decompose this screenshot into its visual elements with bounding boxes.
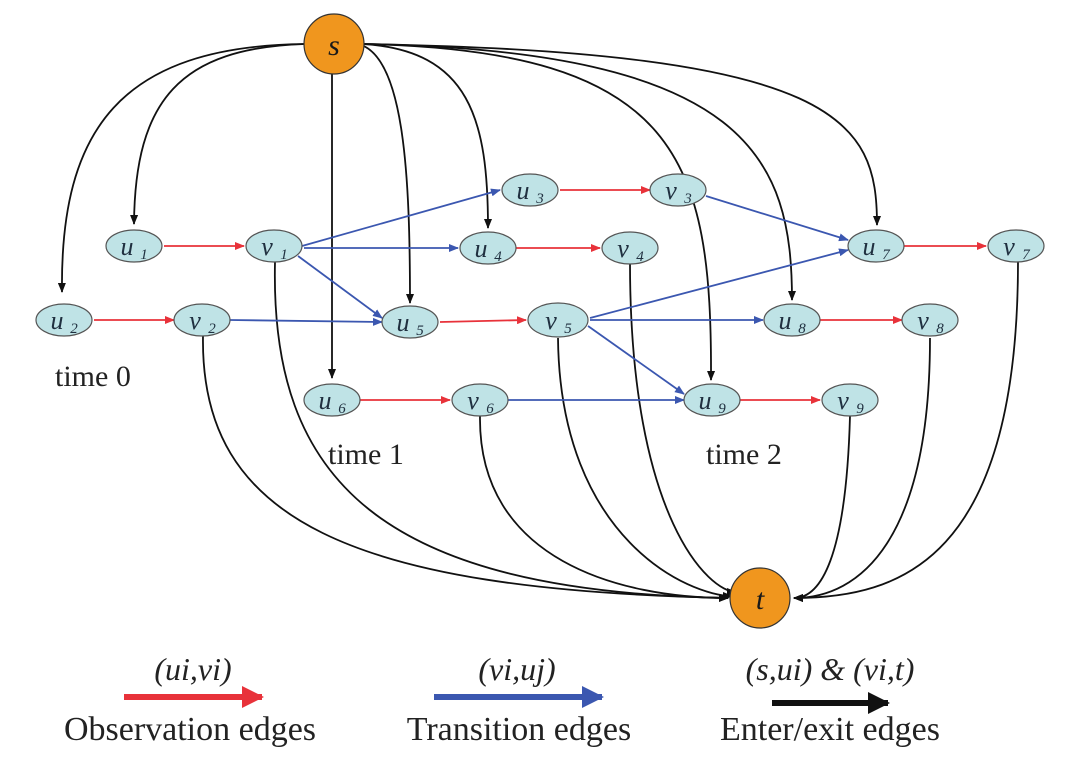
node-v3: v 3 [649,173,707,207]
svg-text:v: v [467,386,479,415]
time-label-1: time 1 [328,438,404,471]
node-v7: v 7 [987,229,1045,263]
legend-transition-label: Transition edges [407,711,631,748]
transition-edges [229,188,849,404]
edge-s-u8 [361,43,796,301]
svg-text:9: 9 [856,401,864,417]
source-label: s [328,29,340,62]
svg-text:u: u [863,232,876,261]
enter-edges [57,43,881,381]
node-v8: v 8 [901,303,959,337]
edge-v5-u9 [587,325,685,395]
svg-text:u: u [699,386,712,415]
edge-v7-t [793,261,1019,602]
node-v4: v 4 [601,231,659,265]
legend-enter-exit: (s,ui) & (vi,t) Enter/exit edges [720,651,940,748]
edge-v1-u3 [301,188,501,247]
svg-text:4: 4 [494,249,502,265]
edge-v5-u7 [589,248,849,319]
svg-text:v: v [617,234,629,263]
svg-text:2: 2 [208,321,216,337]
sink-label: t [756,583,765,616]
node-u7: u 7 [847,229,905,263]
legend-observation-label: Observation edges [64,711,316,748]
svg-text:u: u [779,306,792,335]
legend-observation: (ui,vi) Observation edges [64,651,316,748]
edge-v6-t [479,415,729,602]
exit-edges [202,261,1019,602]
svg-text:8: 8 [798,321,806,337]
svg-text:3: 3 [683,191,692,207]
node-u8: u 8 [763,303,821,337]
edge-s-u2 [57,43,306,293]
svg-text:7: 7 [1022,247,1031,263]
svg-text:7: 7 [882,247,891,263]
svg-text:u: u [517,176,530,205]
node-u9: u 9 [683,383,741,417]
svg-text:5: 5 [416,323,424,339]
legend-transition-math: (vi,uj) [478,651,555,687]
svg-text:u: u [319,386,332,415]
node-u4: u 4 [459,231,517,265]
node-u5: u 5 [381,305,439,339]
svg-text:u: u [51,306,64,335]
edge-v3-u7 [705,195,849,242]
edge-v5-t [557,337,733,600]
node-v1: v 1 [245,229,303,263]
node-v6: v 6 [451,383,509,417]
time-label-2: time 2 [706,438,782,471]
source-node: s [303,13,365,75]
svg-text:v: v [261,232,273,261]
svg-text:6: 6 [486,401,494,417]
svg-text:6: 6 [338,401,346,417]
observation-edges [94,186,987,404]
node-v5: v 5 [527,302,589,338]
legend-observation-math: (ui,vi) [154,651,231,687]
node-u2: u 2 [35,303,93,337]
svg-text:1: 1 [140,247,148,263]
edge-s-u7 [361,43,881,226]
svg-text:v: v [545,306,557,335]
svg-text:v: v [917,306,929,335]
svg-text:u: u [475,234,488,263]
svg-text:v: v [189,306,201,335]
edge-v2-t [202,335,729,602]
edge-v8-t [793,337,931,602]
legend: (ui,vi) Observation edges (vi,uj) Transi… [64,651,940,748]
svg-text:1: 1 [280,247,288,263]
svg-text:3: 3 [535,191,544,207]
node-u1: u 1 [105,229,163,263]
edge-s-u5 [357,43,414,304]
svg-text:v: v [665,176,677,205]
detection-nodes: u 1 v 1 u 2 v 2 u 3 v 3 u 4 v 4 u 5 v 5 [35,173,1045,417]
edge-u5-v5 [439,316,527,325]
node-v9: v 9 [821,383,879,417]
edge-s-u9 [361,43,716,381]
legend-enter-exit-label: Enter/exit edges [720,711,940,748]
node-u6: u 6 [303,383,361,417]
svg-text:4: 4 [636,249,644,265]
svg-text:2: 2 [70,321,78,337]
sink-node: t [729,567,791,629]
edge-s-u1 [130,43,306,225]
edge-v9-t [793,415,851,602]
edge-v1-u5 [297,255,383,319]
svg-text:u: u [397,308,410,337]
edge-s-u4 [361,43,492,229]
legend-enter-exit-math: (s,ui) & (vi,t) [746,651,915,687]
node-u3: u 3 [501,173,559,207]
svg-text:v: v [837,386,849,415]
svg-text:u: u [121,232,134,261]
svg-text:9: 9 [718,401,726,417]
time-label-0: time 0 [55,360,131,393]
svg-text:8: 8 [936,321,944,337]
node-v2: v 2 [173,303,231,337]
svg-text:v: v [1003,232,1015,261]
edge-v1-t [274,261,729,602]
legend-transition: (vi,uj) Transition edges [407,651,631,748]
edge-v2-u5 [229,317,383,326]
edge-v4-t [629,262,737,596]
svg-text:5: 5 [564,321,572,337]
